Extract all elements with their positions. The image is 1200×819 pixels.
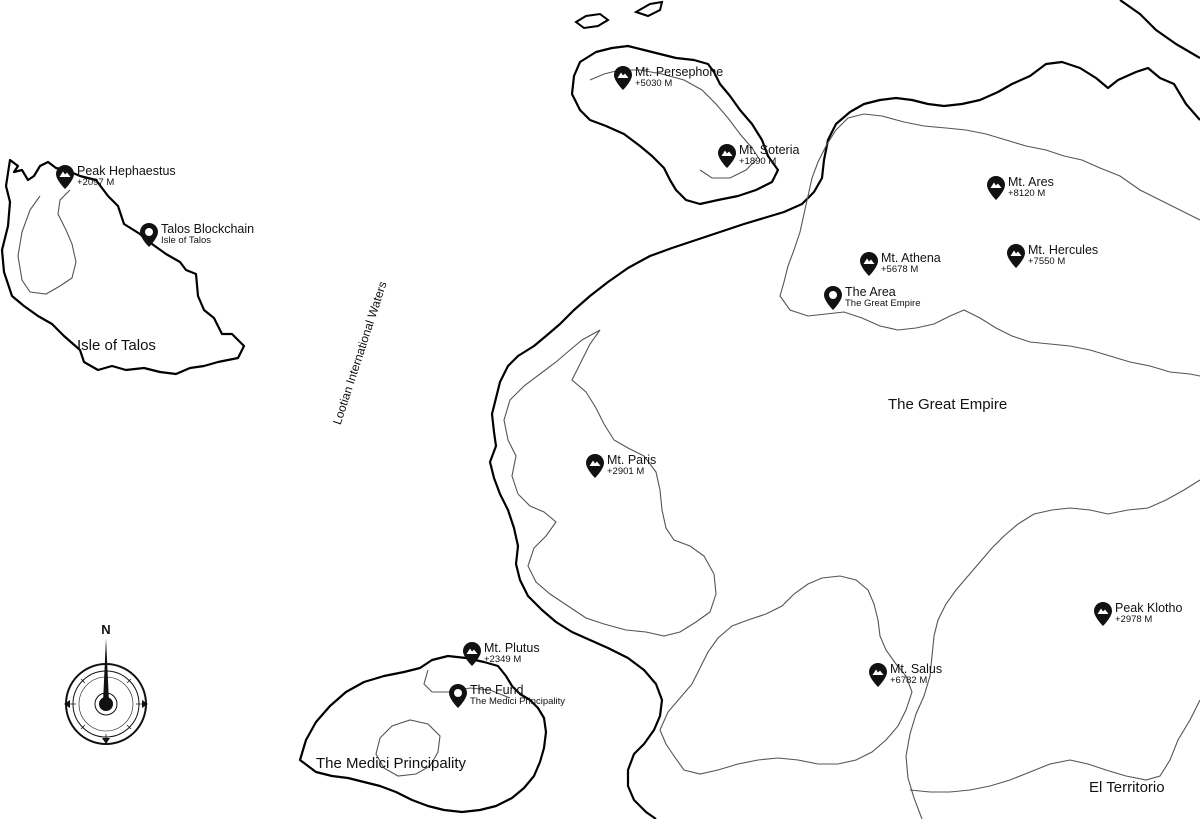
location-pin-icon: [824, 286, 842, 310]
peak-elevation: +1890 M: [739, 156, 777, 168]
mainland-interior-coast: [503, 329, 717, 637]
medici-coastline: [298, 654, 548, 814]
islet-1: [574, 12, 610, 30]
mountain-pin-icon: [586, 454, 604, 478]
peak-name: Peak Hephaestus: [77, 164, 176, 178]
location-region: The Great Empire: [845, 298, 921, 310]
peak-name: Mt. Hercules: [1028, 243, 1099, 257]
salus-region-border: [659, 575, 913, 775]
location-pin-icon: [140, 223, 158, 247]
peak-marker-ares[interactable]: Mt. Ares+8120 M: [987, 175, 1054, 200]
mountain-pin-icon: [1094, 602, 1112, 626]
mountain-pin-icon: [860, 252, 878, 276]
mountain-pin-icon: [987, 176, 1005, 200]
peak-elevation: +2901 M: [607, 466, 645, 478]
region-label-great-empire: The Great Empire: [888, 396, 1008, 413]
peak-name: Mt. Athena: [881, 251, 941, 265]
peak-name: Mt. Ares: [1008, 175, 1054, 189]
peak-name: Mt. Plutus: [484, 641, 540, 655]
peak-name: Mt. Soteria: [739, 143, 800, 157]
compass-rose-icon: N: [64, 622, 148, 745]
location-name: The Fund: [470, 683, 524, 697]
peak-marker-persephone[interactable]: Mt. Persephone+5030 M: [614, 65, 724, 90]
peak-name: Peak Klotho: [1115, 601, 1183, 615]
peak-name: Mt. Persephone: [635, 65, 724, 79]
peak-name: Mt. Salus: [890, 662, 943, 676]
islet-2: [633, 0, 664, 18]
region-label-medici-principality: The Medici Principality: [316, 755, 467, 772]
peak-elevation: +5678 M: [881, 264, 919, 276]
mainland-coastline: [488, 0, 1200, 819]
peak-elevation: +5030 M: [635, 78, 673, 90]
mountain-pin-icon: [614, 66, 632, 90]
location-name: Talos Blockchain: [161, 222, 255, 236]
region-label-el-territorio: El Territorio: [1089, 779, 1165, 796]
persephone-island-coastline: [570, 44, 780, 206]
peak-marker-hercules[interactable]: Mt. Hercules+7550 M: [1007, 243, 1099, 268]
el-territorio-border: [905, 479, 1200, 819]
peak-marker-klotho[interactable]: Peak Klotho+2978 M: [1094, 601, 1183, 626]
location-region: The Medici Principality: [470, 696, 566, 708]
peak-elevation: +2097 M: [77, 177, 115, 189]
peak-marker-athena[interactable]: Mt. Athena+5678 M: [860, 251, 941, 276]
peak-elevation: +2978 M: [1115, 614, 1153, 626]
mountain-pin-icon: [1007, 244, 1025, 268]
location-region: Isle of Talos: [161, 235, 211, 247]
peak-elevation: +2349 M: [484, 654, 522, 666]
compass-north-label: N: [101, 622, 110, 637]
mountain-pin-icon: [463, 642, 481, 666]
peak-marker-salus[interactable]: Mt. Salus+6782 M: [869, 662, 943, 687]
peak-marker-plutus[interactable]: Mt. Plutus+2349 M: [463, 641, 540, 666]
peak-elevation: +6782 M: [890, 675, 928, 687]
peak-marker-hephaestus[interactable]: Peak Hephaestus+2097 M: [56, 164, 176, 189]
el-territorio-border-2: [909, 699, 1200, 793]
peak-elevation: +7550 M: [1028, 256, 1066, 268]
location-pin-icon: [449, 684, 467, 708]
peak-marker-soteria[interactable]: Mt. Soteria+1890 M: [718, 143, 800, 168]
peak-marker-paris[interactable]: Mt. Paris+2901 M: [586, 453, 657, 478]
isle-of-talos-border: [17, 189, 77, 295]
peak-elevation: +8120 M: [1008, 188, 1046, 200]
mountain-pin-icon: [56, 165, 74, 189]
location-name: The Area: [845, 285, 896, 299]
great-empire-border: [779, 113, 1200, 377]
mountain-pin-icon: [869, 663, 887, 687]
isle-of-talos-coastline: [0, 158, 246, 376]
peak-name: Mt. Paris: [607, 453, 657, 467]
region-label-isle-of-talos: Isle of Talos: [77, 337, 156, 354]
mountain-pin-icon: [718, 144, 736, 168]
